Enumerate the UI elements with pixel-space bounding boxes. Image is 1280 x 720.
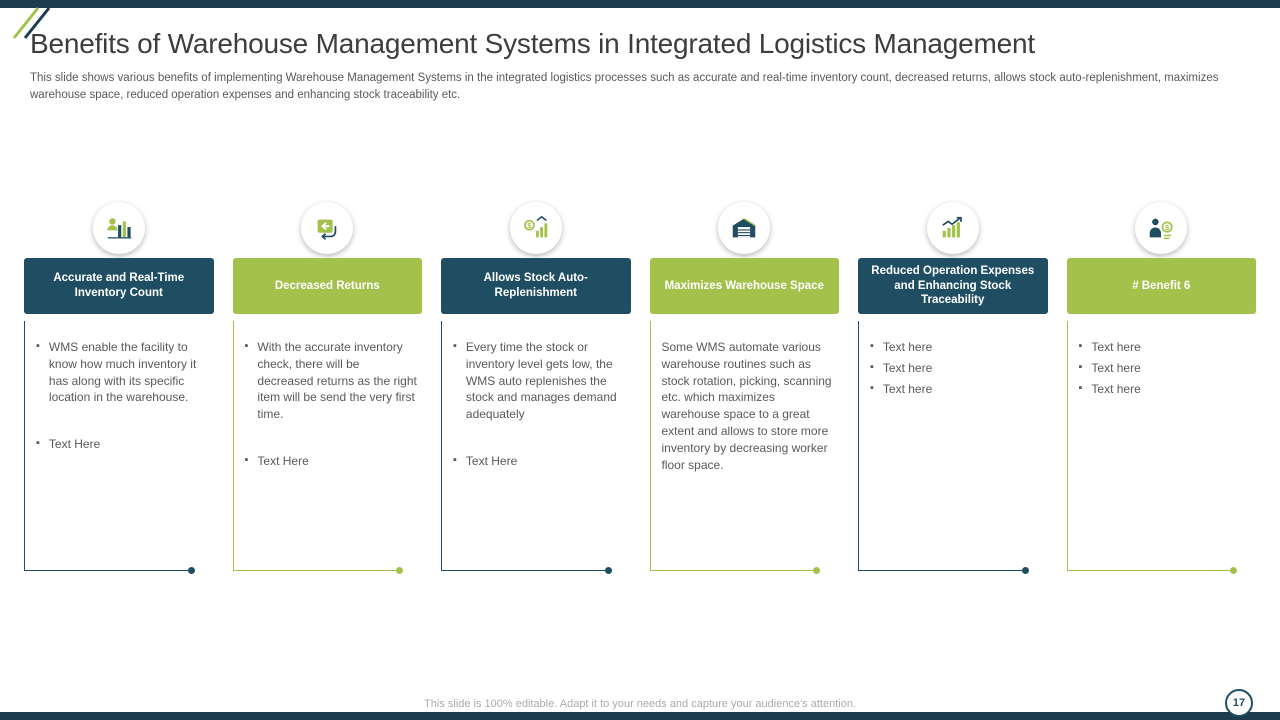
list-item: Text here <box>870 360 1044 377</box>
benefit-body: Some WMS automate various warehouse rout… <box>649 321 840 574</box>
left-border-line <box>24 321 25 571</box>
bullet-text: Text Here <box>48 437 101 452</box>
bullet-text: With the accurate inventory check, there… <box>257 340 417 422</box>
benefit-header: Accurate and Real-Time Inventory Count <box>24 258 214 314</box>
benefit-icon-circle: $ <box>1135 202 1188 254</box>
corner-dot <box>187 567 195 574</box>
bullet-text: Text here <box>882 360 933 375</box>
bullet-text: Text here <box>1091 381 1141 396</box>
top-edge-bar <box>0 0 1280 8</box>
list-item: WMS enable the facility to know how much… <box>36 339 210 406</box>
corner-dot <box>604 567 612 574</box>
benefit-title: Maximizes Warehouse Space <box>664 279 824 292</box>
benefit-card-4: Maximizes Warehouse Space Some WMS autom… <box>649 202 840 574</box>
benefit-title: Decreased Returns <box>274 279 380 292</box>
benefit-title: # Benefit 6 <box>1132 279 1191 292</box>
svg-text:$: $ <box>1165 223 1170 232</box>
editable-note: This slide is 100% editable. Adapt it to… <box>424 698 856 710</box>
bullet-text: Text here <box>882 381 933 396</box>
list-item: Text Here <box>245 453 419 470</box>
benefit-card-6: $ # Benefit 6 Text here Text here Text h… <box>1066 202 1257 574</box>
corner-dot <box>396 567 403 574</box>
benefit-card-3: $ Allows Stock Auto-Replenishment Every … <box>441 202 631 574</box>
benefit-icon-circle <box>926 202 979 254</box>
benefit-icon-circle: $ <box>509 202 562 254</box>
benefit-header: # Benefit 6 <box>1066 258 1256 314</box>
benefit-header: Decreased Returns <box>232 258 422 314</box>
bottom-border-line <box>649 570 817 571</box>
bullet-text: Text here <box>882 340 933 354</box>
left-border-line <box>1066 321 1068 571</box>
corner-dot <box>1021 567 1029 574</box>
list-item: Text here <box>870 339 1044 356</box>
left-border-line <box>441 321 442 571</box>
benefit-title: Reduced Operation Expenses and Enhancing… <box>871 264 1035 307</box>
left-border-line <box>232 321 234 571</box>
corner-slash-decoration <box>12 7 51 39</box>
benefit-body: WMS enable the facility to know how much… <box>24 321 214 574</box>
person-finance-icon: $ <box>1150 218 1173 240</box>
benefit-body: Text here Text here Text here <box>1066 321 1257 574</box>
list-item: Text Here <box>36 436 210 453</box>
list-item: Every time the stock or inventory level … <box>453 339 627 423</box>
list-item: Text here <box>1079 381 1253 398</box>
bullet-list: WMS enable the facility to know how much… <box>36 339 210 453</box>
stock-replenishment-icon: $ <box>523 215 547 238</box>
list-item: Text here <box>1079 360 1253 377</box>
svg-text:$: $ <box>527 221 532 230</box>
benefit-body: Text here Text here Text here <box>858 321 1048 574</box>
warehouse-building-icon <box>733 217 756 238</box>
slide-description: This slide shows various benefits of imp… <box>30 72 1219 101</box>
list-item: Text Here <box>453 453 627 470</box>
left-border-line <box>649 321 651 571</box>
growth-chart-icon <box>941 216 962 238</box>
bottom-border-line <box>858 570 1026 571</box>
bullet-text: Text here <box>1091 360 1141 375</box>
bottom-border-line <box>232 570 400 571</box>
page-number-badge: 17 <box>1225 689 1253 717</box>
benefit-header: Allows Stock Auto-Replenishment <box>441 258 631 314</box>
bullet-text: Text here <box>1091 340 1141 354</box>
bullet-list: Text here Text here Text here <box>870 339 1044 397</box>
bottom-border-line <box>1066 570 1234 571</box>
bullet-text: Every time the stock or inventory level … <box>465 340 617 422</box>
benefit-card-5: Reduced Operation Expenses and Enhancing… <box>858 202 1048 574</box>
bullet-list: With the accurate inventory check, there… <box>245 339 419 470</box>
bottom-edge-bar <box>0 712 1280 720</box>
benefit-body: Every time the stock or inventory level … <box>441 321 631 574</box>
benefit-header: Reduced Operation Expenses and Enhancing… <box>858 258 1048 314</box>
corner-dot <box>813 567 820 574</box>
page-title: Benefits of Warehouse Management Systems… <box>30 28 1035 59</box>
benefit-icon-circle <box>92 202 145 254</box>
benefit-icon-circle <box>718 202 771 254</box>
corner-dot <box>1230 567 1237 574</box>
decreased-returns-icon <box>317 219 337 240</box>
inventory-count-icon <box>107 218 131 239</box>
benefit-paragraph: Some WMS automate various warehouse rout… <box>661 340 832 472</box>
list-item: With the accurate inventory check, there… <box>245 339 419 423</box>
benefits-columns: Accurate and Real-Time Inventory Count W… <box>24 202 1257 574</box>
bullet-text: Text Here <box>257 453 309 468</box>
benefit-title: Allows Stock Auto-Replenishment <box>483 272 588 299</box>
bottom-border-line <box>441 570 609 571</box>
benefit-header: Maximizes Warehouse Space <box>649 258 839 314</box>
bullet-text: Text Here <box>465 453 518 468</box>
list-item: Text here <box>870 381 1044 398</box>
benefit-card-1: Accurate and Real-Time Inventory Count W… <box>24 202 214 574</box>
list-item: Text here <box>1079 339 1253 356</box>
left-border-line <box>858 321 859 571</box>
bullet-list: Every time the stock or inventory level … <box>453 339 627 470</box>
benefit-title: Accurate and Real-Time Inventory Count <box>53 272 185 299</box>
bullet-text: WMS enable the facility to know how much… <box>48 340 197 405</box>
bottom-border-line <box>24 570 192 571</box>
benefit-card-2: Decreased Returns With the accurate inve… <box>232 202 423 574</box>
benefit-icon-circle <box>301 202 354 254</box>
benefit-body: With the accurate inventory check, there… <box>232 321 423 574</box>
bullet-list: Text here Text here Text here <box>1079 339 1253 397</box>
